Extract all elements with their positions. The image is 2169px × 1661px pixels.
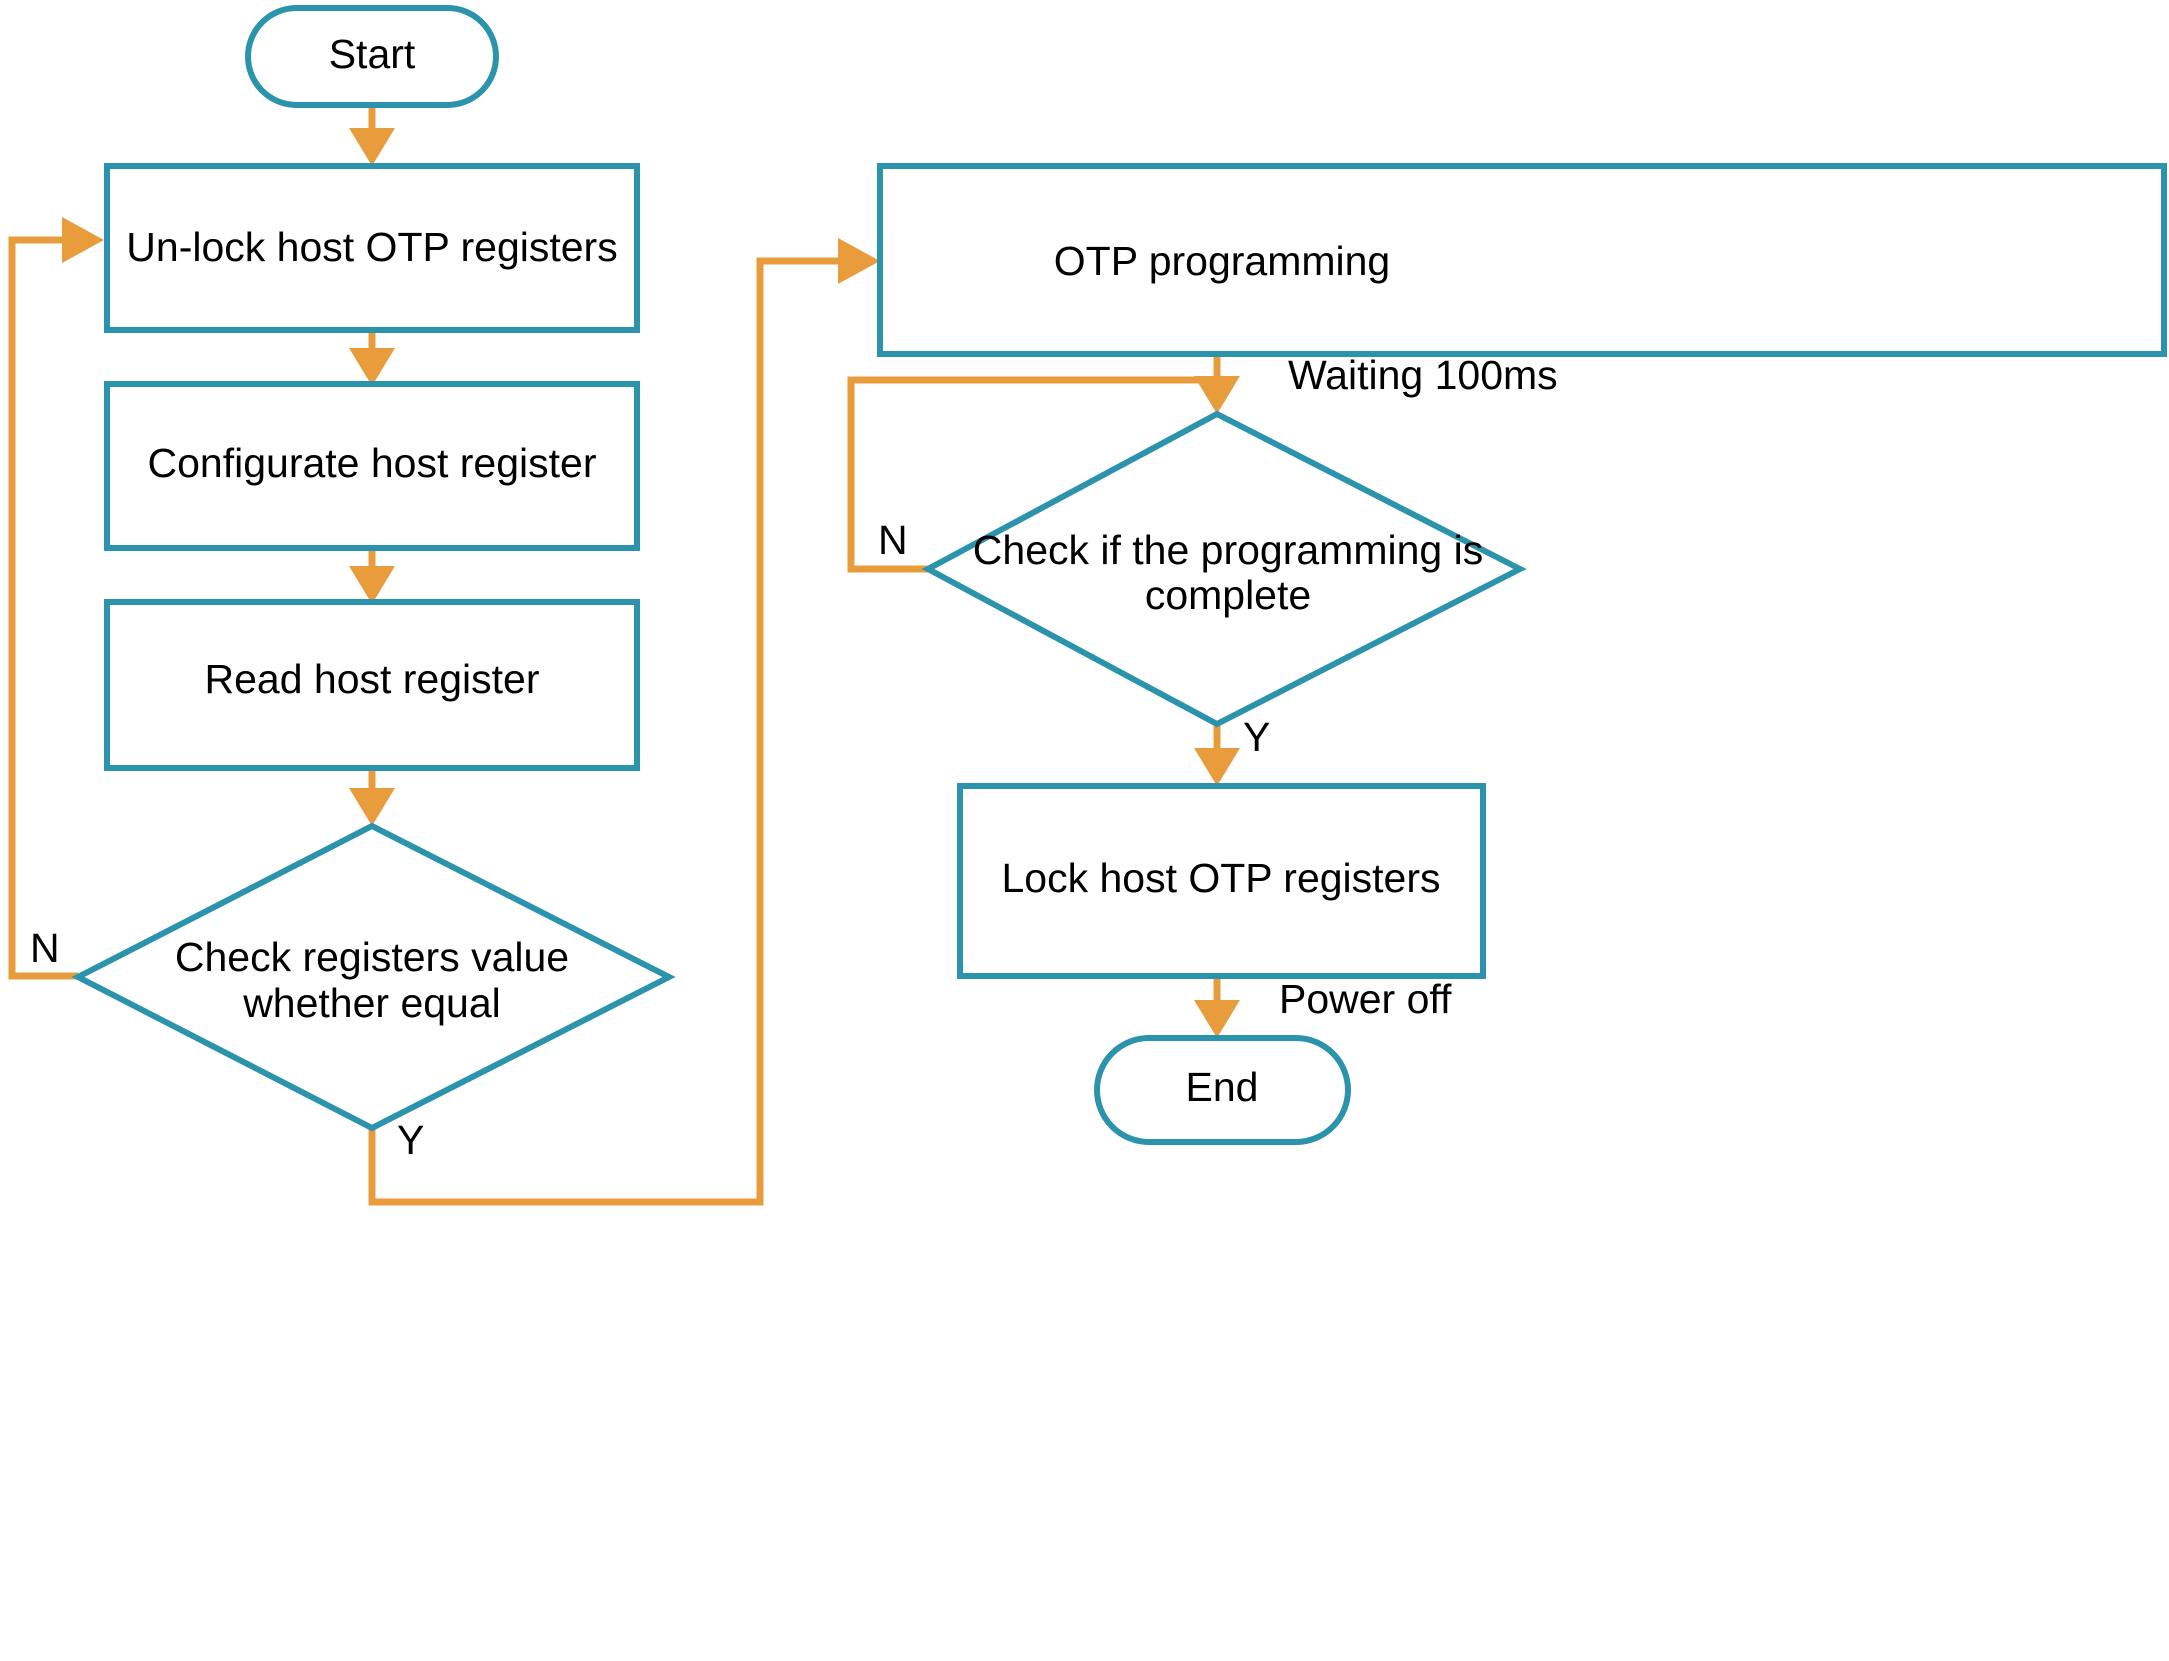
node-end[interactable]: End (1094, 1035, 1351, 1145)
node-check-registers-value-decision[interactable]: Check registers value whether equal (71, 822, 676, 1132)
node-unlock-label: Un-lock host OTP registers (126, 224, 617, 270)
node-check-done-label-line1: Check if the programming is (973, 527, 1483, 573)
node-start[interactable]: Start (245, 5, 499, 108)
node-configurate-label: Configurate host register (148, 440, 597, 486)
node-otp-programming-label: OTP programming (1054, 238, 1390, 284)
edge-label-check-done-yes: Y (1243, 714, 1270, 760)
edge-label-waiting-100ms: Waiting 100ms (1288, 352, 1558, 398)
node-read-host-register[interactable]: Read host register (104, 599, 640, 771)
edge-label-power-off: Power off (1279, 976, 1452, 1022)
edge-read-to-check-equal (349, 768, 395, 826)
node-check-equal-label-line2: whether equal (242, 980, 501, 1026)
edge-label-check-equal-no: N (30, 925, 60, 971)
edge-check-equal-yes-to-otp (368, 238, 880, 1206)
edge-start-to-unlock (349, 105, 395, 166)
edge-check-done-no-loop (847, 376, 1217, 573)
node-lock-label: Lock host OTP registers (1001, 855, 1440, 901)
edge-label-check-equal-yes: Y (397, 1117, 424, 1163)
node-check-done-label-line2: complete (1145, 572, 1311, 618)
edge-check-equal-no-loop (8, 217, 104, 980)
edge-label-check-done-no: N (878, 517, 908, 563)
node-lock-host-otp-registers[interactable]: Lock host OTP registers (957, 783, 1486, 979)
node-configurate-host-register[interactable]: Configurate host register (104, 381, 640, 551)
edge-check-done-yes-to-lock (1194, 724, 1240, 786)
node-end-label: End (1186, 1064, 1259, 1110)
node-check-programming-complete-decision[interactable]: Check if the programming is complete (921, 410, 1527, 728)
edge-lock-to-end (1194, 976, 1240, 1038)
node-otp-programming[interactable]: OTP programming (877, 163, 2167, 357)
edge-otp-to-check-done (1194, 354, 1240, 414)
node-check-equal-label-line1: Check registers value (175, 934, 569, 980)
edge-configurate-to-read (349, 548, 395, 604)
edge-unlock-to-configurate (349, 330, 395, 386)
node-read-label: Read host register (204, 656, 539, 702)
node-start-label: Start (329, 31, 416, 77)
node-unlock-host-otp-registers[interactable]: Un-lock host OTP registers (104, 163, 640, 333)
